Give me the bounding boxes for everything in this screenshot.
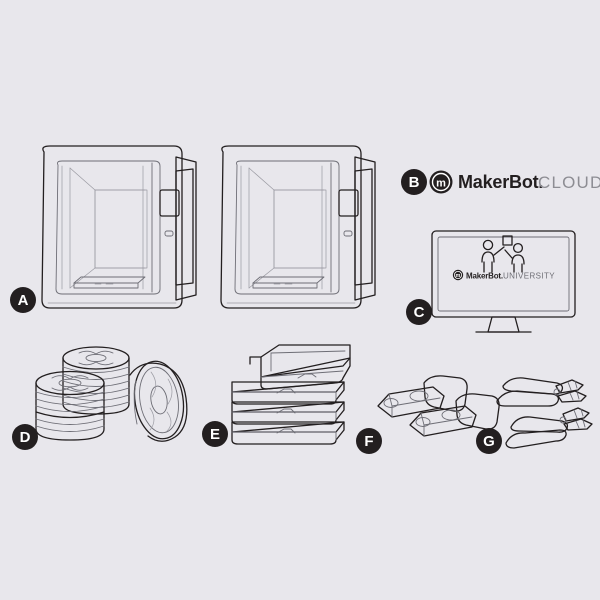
badge-a-circle[interactable] [10,287,36,313]
makerbot-logo-letter: m [436,178,446,190]
badge-c[interactable]: C [406,299,432,325]
pliers-lower [505,407,593,449]
extruder-front [409,393,500,437]
badge-g-circle[interactable] [476,428,502,454]
makerbot-cloud-brand: MakerBot. [458,172,543,192]
badge-d[interactable]: D [12,424,38,450]
hand-tools-illustration [496,377,593,449]
makerbot-cloud-product: CLOUD [538,173,600,192]
filament-spools-illustration [35,346,188,442]
makerbot-university-brand: MakerBot. [466,272,503,281]
badge-b-label: B [409,174,420,191]
badge-e[interactable]: E [202,421,228,447]
makerbot-university-logo-letter: m [456,273,461,279]
badge-f-circle[interactable] [356,428,382,454]
makerbot-university-lockup: m MakerBot. UNIVERSITY [452,269,555,281]
badge-e-label: E [210,426,220,443]
makerbot-cloud-lockup: m MakerBot. CLOUD [429,170,600,194]
badge-c-circle[interactable] [406,299,432,325]
makerbot-logo-inner-ring [431,172,451,192]
badge-a-label: A [18,292,29,309]
badge-f-label: F [364,433,373,450]
makerbot-university-product: UNIVERSITY [503,272,555,281]
university-figures-icon [481,235,525,273]
spool-front [35,370,105,441]
badge-c-label: C [414,304,425,321]
build-plates-illustration [231,344,351,445]
pliers-upper [496,377,587,407]
build-plate-tilted [249,344,351,390]
badge-e-circle[interactable] [202,421,228,447]
badge-b-circle[interactable] [401,169,427,195]
extruders-illustration [377,375,500,437]
badge-g-label: G [483,433,495,450]
badge-f[interactable]: F [356,428,382,454]
badge-b[interactable]: B [401,169,427,195]
monitor-illustration: m MakerBot. UNIVERSITY [431,230,576,333]
spool-back [62,346,130,415]
badge-a[interactable]: A [10,287,36,313]
badge-g[interactable]: G [476,428,502,454]
badge-d-circle[interactable] [12,424,38,450]
makerbot-university-logo-ring [453,270,462,279]
printer-b-illustration [220,145,376,309]
spool-leaning [129,360,188,442]
printer-a-illustration [41,145,197,309]
extruder-rear [377,375,468,418]
badge-d-label: D [20,429,31,446]
